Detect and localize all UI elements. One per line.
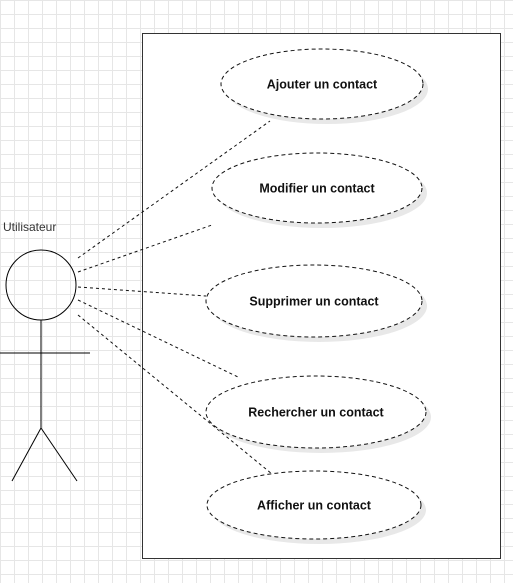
- use-case-ellipse: [211, 152, 423, 224]
- use-case-ajouter[interactable]: Ajouter un contact: [220, 48, 428, 124]
- use-case-ellipse: [205, 264, 423, 338]
- use-case-supprimer[interactable]: Supprimer un contact: [205, 264, 427, 342]
- actor-left-leg: [11, 427, 42, 482]
- actor-right-leg: [40, 427, 78, 482]
- actor-head: [5, 249, 77, 321]
- use-case-label: Supprimer un contact: [249, 295, 379, 309]
- use-case-ellipse: [206, 470, 422, 540]
- use-case-modifier[interactable]: Modifier un contact: [211, 152, 427, 228]
- use-case-label: Rechercher un contact: [248, 406, 384, 420]
- use-case-label: Ajouter un contact: [267, 78, 378, 92]
- use-case-rechercher[interactable]: Rechercher un contact: [205, 375, 431, 453]
- use-case-ellipse: [205, 375, 427, 449]
- actor-utilisateur[interactable]: Utilisateur: [0, 220, 90, 482]
- use-case-label: Modifier un contact: [259, 182, 375, 196]
- use-case-ellipse: [220, 48, 424, 120]
- use-case-afficher[interactable]: Afficher un contact: [206, 470, 426, 544]
- use-case-label: Afficher un contact: [257, 499, 372, 513]
- actor-label: Utilisateur: [3, 220, 56, 234]
